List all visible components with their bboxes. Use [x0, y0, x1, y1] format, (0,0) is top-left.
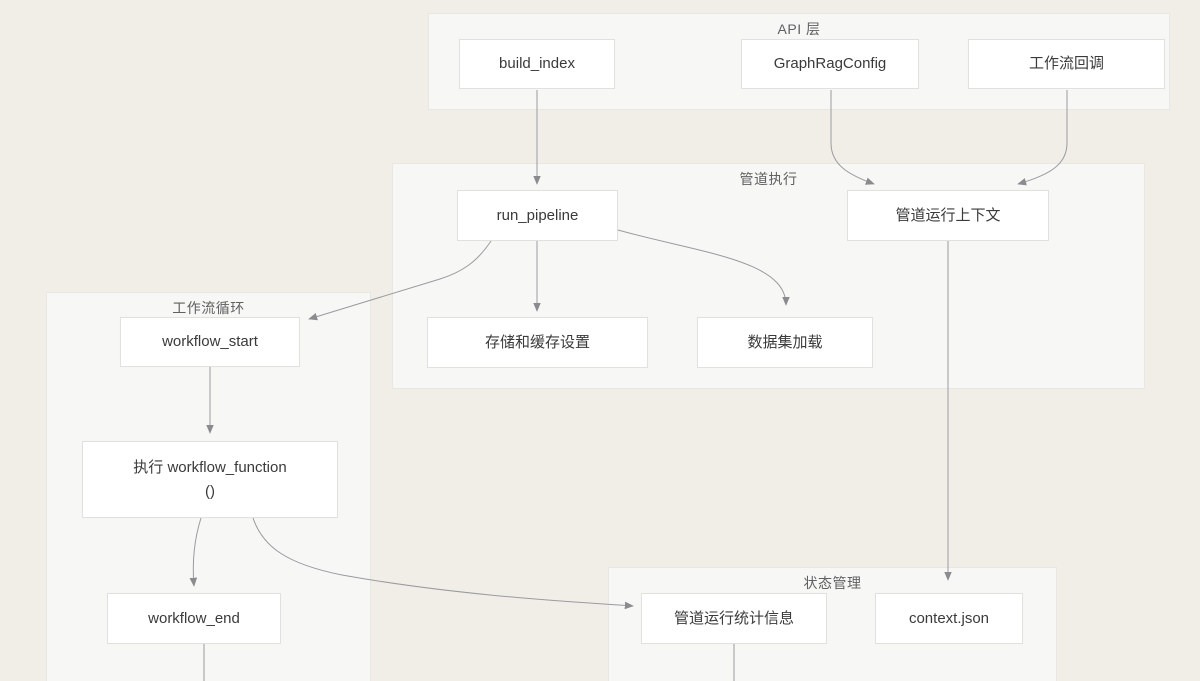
node-dataset-load-label: 数据集加载	[747, 333, 823, 351]
node-workflow-start: workflow_start	[120, 317, 300, 367]
node-storage-cache-label: 存储和缓存设置	[484, 333, 590, 351]
node-build-index-label: build_index	[499, 55, 575, 72]
edge-exec-function-to-workflow-end	[189, 517, 202, 587]
node-pipeline-context: 管道运行上下文	[847, 190, 1049, 241]
node-workflow-start-label: workflow_start	[162, 333, 258, 350]
node-context-json-label: context.json	[908, 609, 990, 627]
edge-exec-function-to-pipeline-stats	[252, 517, 634, 610]
node-dataset-load: 数据集加载	[697, 317, 873, 368]
group-pipeline-exec-title: 管道执行	[739, 171, 798, 187]
node-workflow-callback: 工作流回调	[968, 39, 1165, 89]
node-pipeline-context-label: 管道运行上下文	[895, 206, 1001, 224]
node-storage-cache: 存储和缓存设置	[427, 317, 648, 368]
node-graphrag-config: GraphRagConfig	[741, 39, 919, 89]
edge-run-pipeline-to-dataset-load	[617, 229, 790, 306]
group-api-layer-title: API 层	[777, 21, 821, 37]
node-context-json: context.json	[875, 593, 1023, 644]
node-workflow-end: workflow_end	[107, 593, 281, 644]
group-state-mgmt-title: 状态管理	[803, 575, 862, 591]
node-exec-workflow-function-line1: 执行 workflow_function	[133, 458, 287, 476]
node-run-pipeline: run_pipeline	[457, 190, 618, 241]
node-pipeline-stats: 管道运行统计信息	[641, 593, 827, 644]
edge-graphragconfig-to-pipeline-context	[830, 90, 875, 185]
node-pipeline-stats-label: 管道运行统计信息	[673, 609, 794, 627]
edge-workflow-callback-to-pipeline-context	[1017, 90, 1068, 186]
edge-run-pipeline-to-workflow-start	[308, 240, 492, 321]
node-run-pipeline-label: run_pipeline	[496, 206, 579, 224]
node-graphrag-config-label: GraphRagConfig	[773, 55, 887, 72]
node-exec-workflow-function: 执行 workflow_function ()	[82, 441, 338, 518]
group-workflow-loop-title: 工作流循环	[172, 300, 245, 316]
node-workflow-end-label: workflow_end	[148, 609, 240, 627]
node-build-index: build_index	[459, 39, 615, 89]
node-exec-workflow-function-line2: ()	[205, 482, 215, 500]
node-workflow-callback-label: 工作流回调	[1028, 55, 1104, 72]
